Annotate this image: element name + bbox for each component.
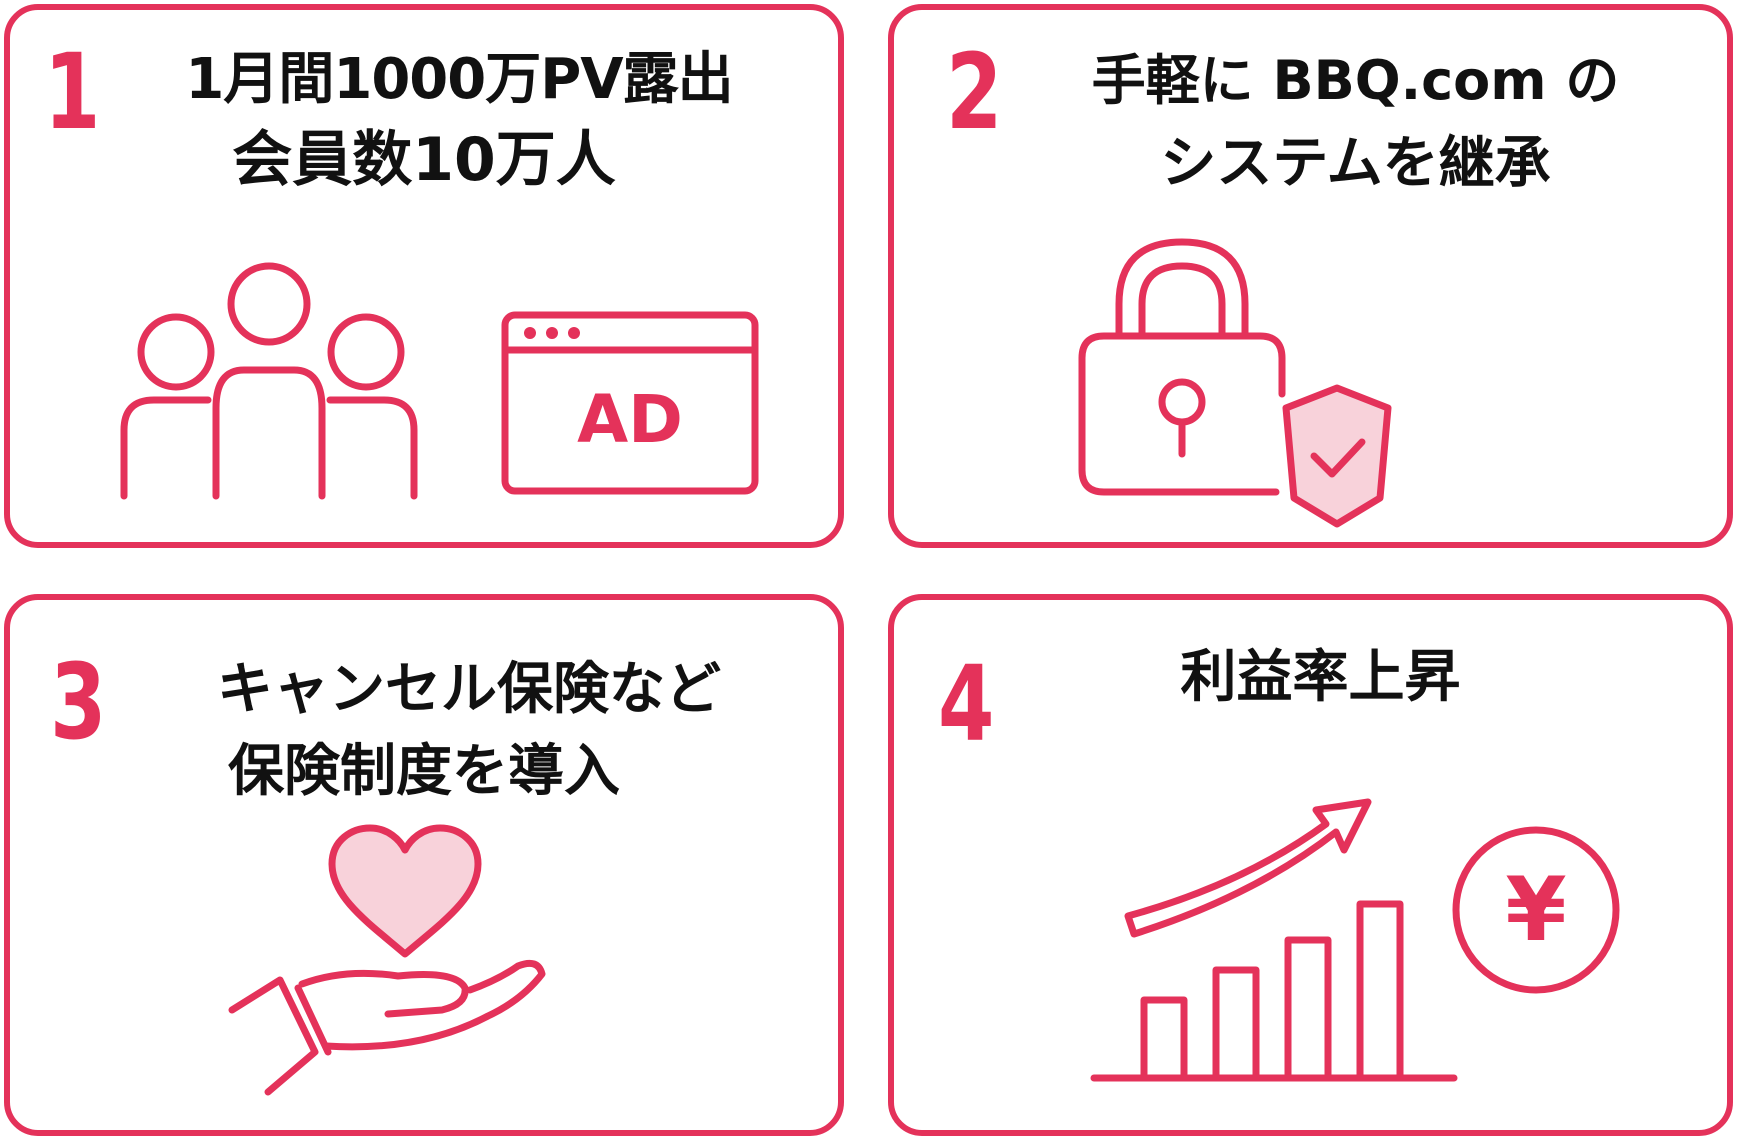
feature-title-line: 1月間1000万PV露出 xyxy=(185,47,733,112)
feature-title: 手軽に BBQ.com の システムを継承 xyxy=(1004,54,1707,192)
feature-title-line: 手軽に BBQ.com の xyxy=(1091,49,1620,112)
feature-title-line: キャンセル保険など xyxy=(217,657,721,722)
ad-label: AD xyxy=(577,381,683,458)
heart-in-hand-icon xyxy=(220,820,590,1120)
people-group-icon xyxy=(114,260,424,500)
feature-card-system: 2 手軽に BBQ.com の システムを継承 xyxy=(888,4,1733,548)
feature-number: 4 xyxy=(938,643,995,765)
feature-card-profit: 4 利益率上昇 ¥ xyxy=(888,594,1733,1136)
feature-number: 2 xyxy=(946,31,1003,153)
shield-check-icon xyxy=(1272,380,1402,530)
feature-title-line: 利益率上昇 xyxy=(1180,645,1461,710)
growth-chart-icon xyxy=(1084,766,1464,1096)
yen-coin-icon: ¥ xyxy=(1448,822,1624,998)
feature-number: 3 xyxy=(50,641,107,763)
feature-title-line: 保険制度を導入 xyxy=(228,739,620,804)
feature-title: 1月間1000万PV露出 会員数10万人 xyxy=(100,47,818,195)
padlock-icon xyxy=(1074,232,1384,502)
feature-title-line: 会員数10万人 xyxy=(232,125,616,195)
feature-number: 1 xyxy=(44,31,101,153)
feature-card-exposure: 1 1月間1000万PV露出 会員数10万人 AD xyxy=(4,4,844,548)
feature-title: キャンセル保険など 保険制度を導入 xyxy=(120,662,818,800)
feature-title-line: システムを継承 xyxy=(1160,131,1551,196)
feature-title: 利益率上昇 xyxy=(984,650,1657,706)
feature-card-insurance: 3 キャンセル保険など 保険制度を導入 xyxy=(4,594,844,1136)
yen-symbol: ¥ xyxy=(1505,858,1566,961)
ad-browser-icon: AD xyxy=(500,310,760,496)
